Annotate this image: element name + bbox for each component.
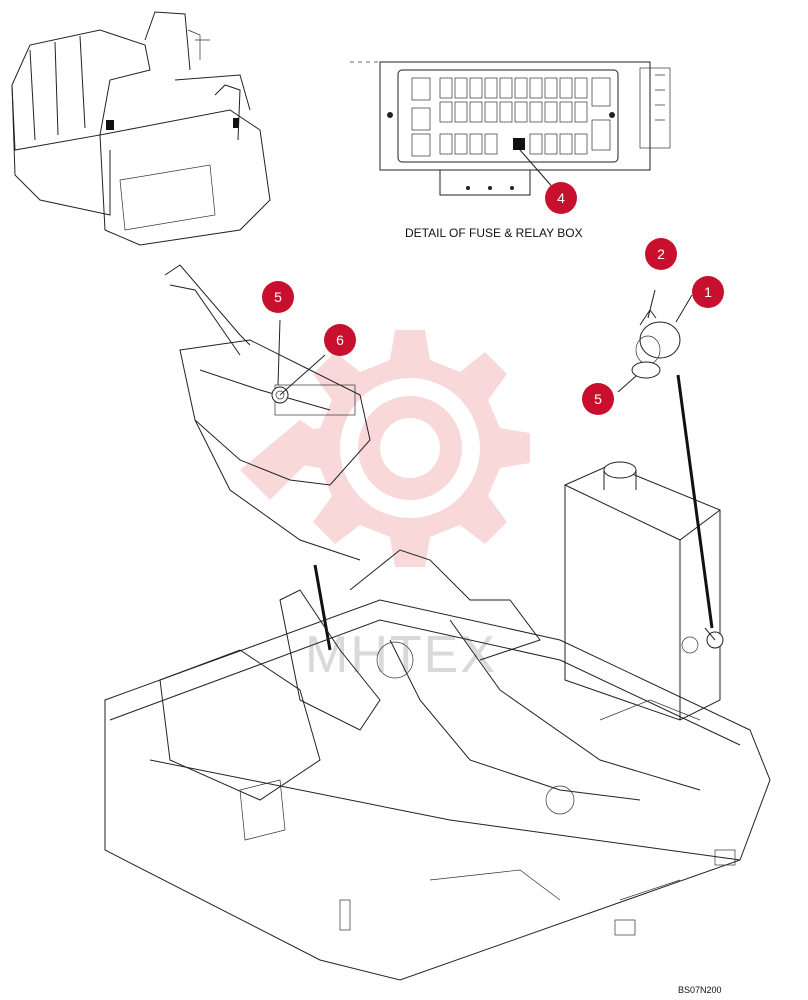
fuse-relay-box-drawing	[350, 61, 671, 196]
svg-text:2: 2	[657, 246, 665, 262]
leader-lines	[313, 374, 714, 651]
detail-caption: DETAIL OF FUSE & RELAY BOX	[405, 226, 583, 240]
callout-2: 2	[645, 238, 677, 270]
cabinet-drawing	[564, 461, 724, 721]
part-2-drawing	[617, 289, 693, 393]
svg-text:5: 5	[594, 391, 602, 407]
callout-6: 6	[324, 324, 356, 356]
watermark-gear-logo	[240, 330, 530, 567]
callout-5-console: 5	[262, 281, 294, 313]
svg-text:5: 5	[274, 289, 282, 305]
callout-1: 1	[692, 276, 724, 308]
fuse-grid	[411, 77, 611, 157]
svg-text:1: 1	[704, 284, 712, 300]
reference-code: BS07N200	[678, 985, 722, 995]
floor-frame-drawing	[104, 549, 771, 981]
cab-overview-drawing	[11, 11, 271, 246]
console-drawing	[164, 264, 371, 561]
callout-5-cabinet: 5	[582, 383, 614, 415]
svg-text:4: 4	[557, 190, 565, 206]
watermark-text: MHTEX	[305, 626, 497, 684]
callout-4: 4	[545, 182, 577, 214]
svg-text:6: 6	[336, 332, 344, 348]
